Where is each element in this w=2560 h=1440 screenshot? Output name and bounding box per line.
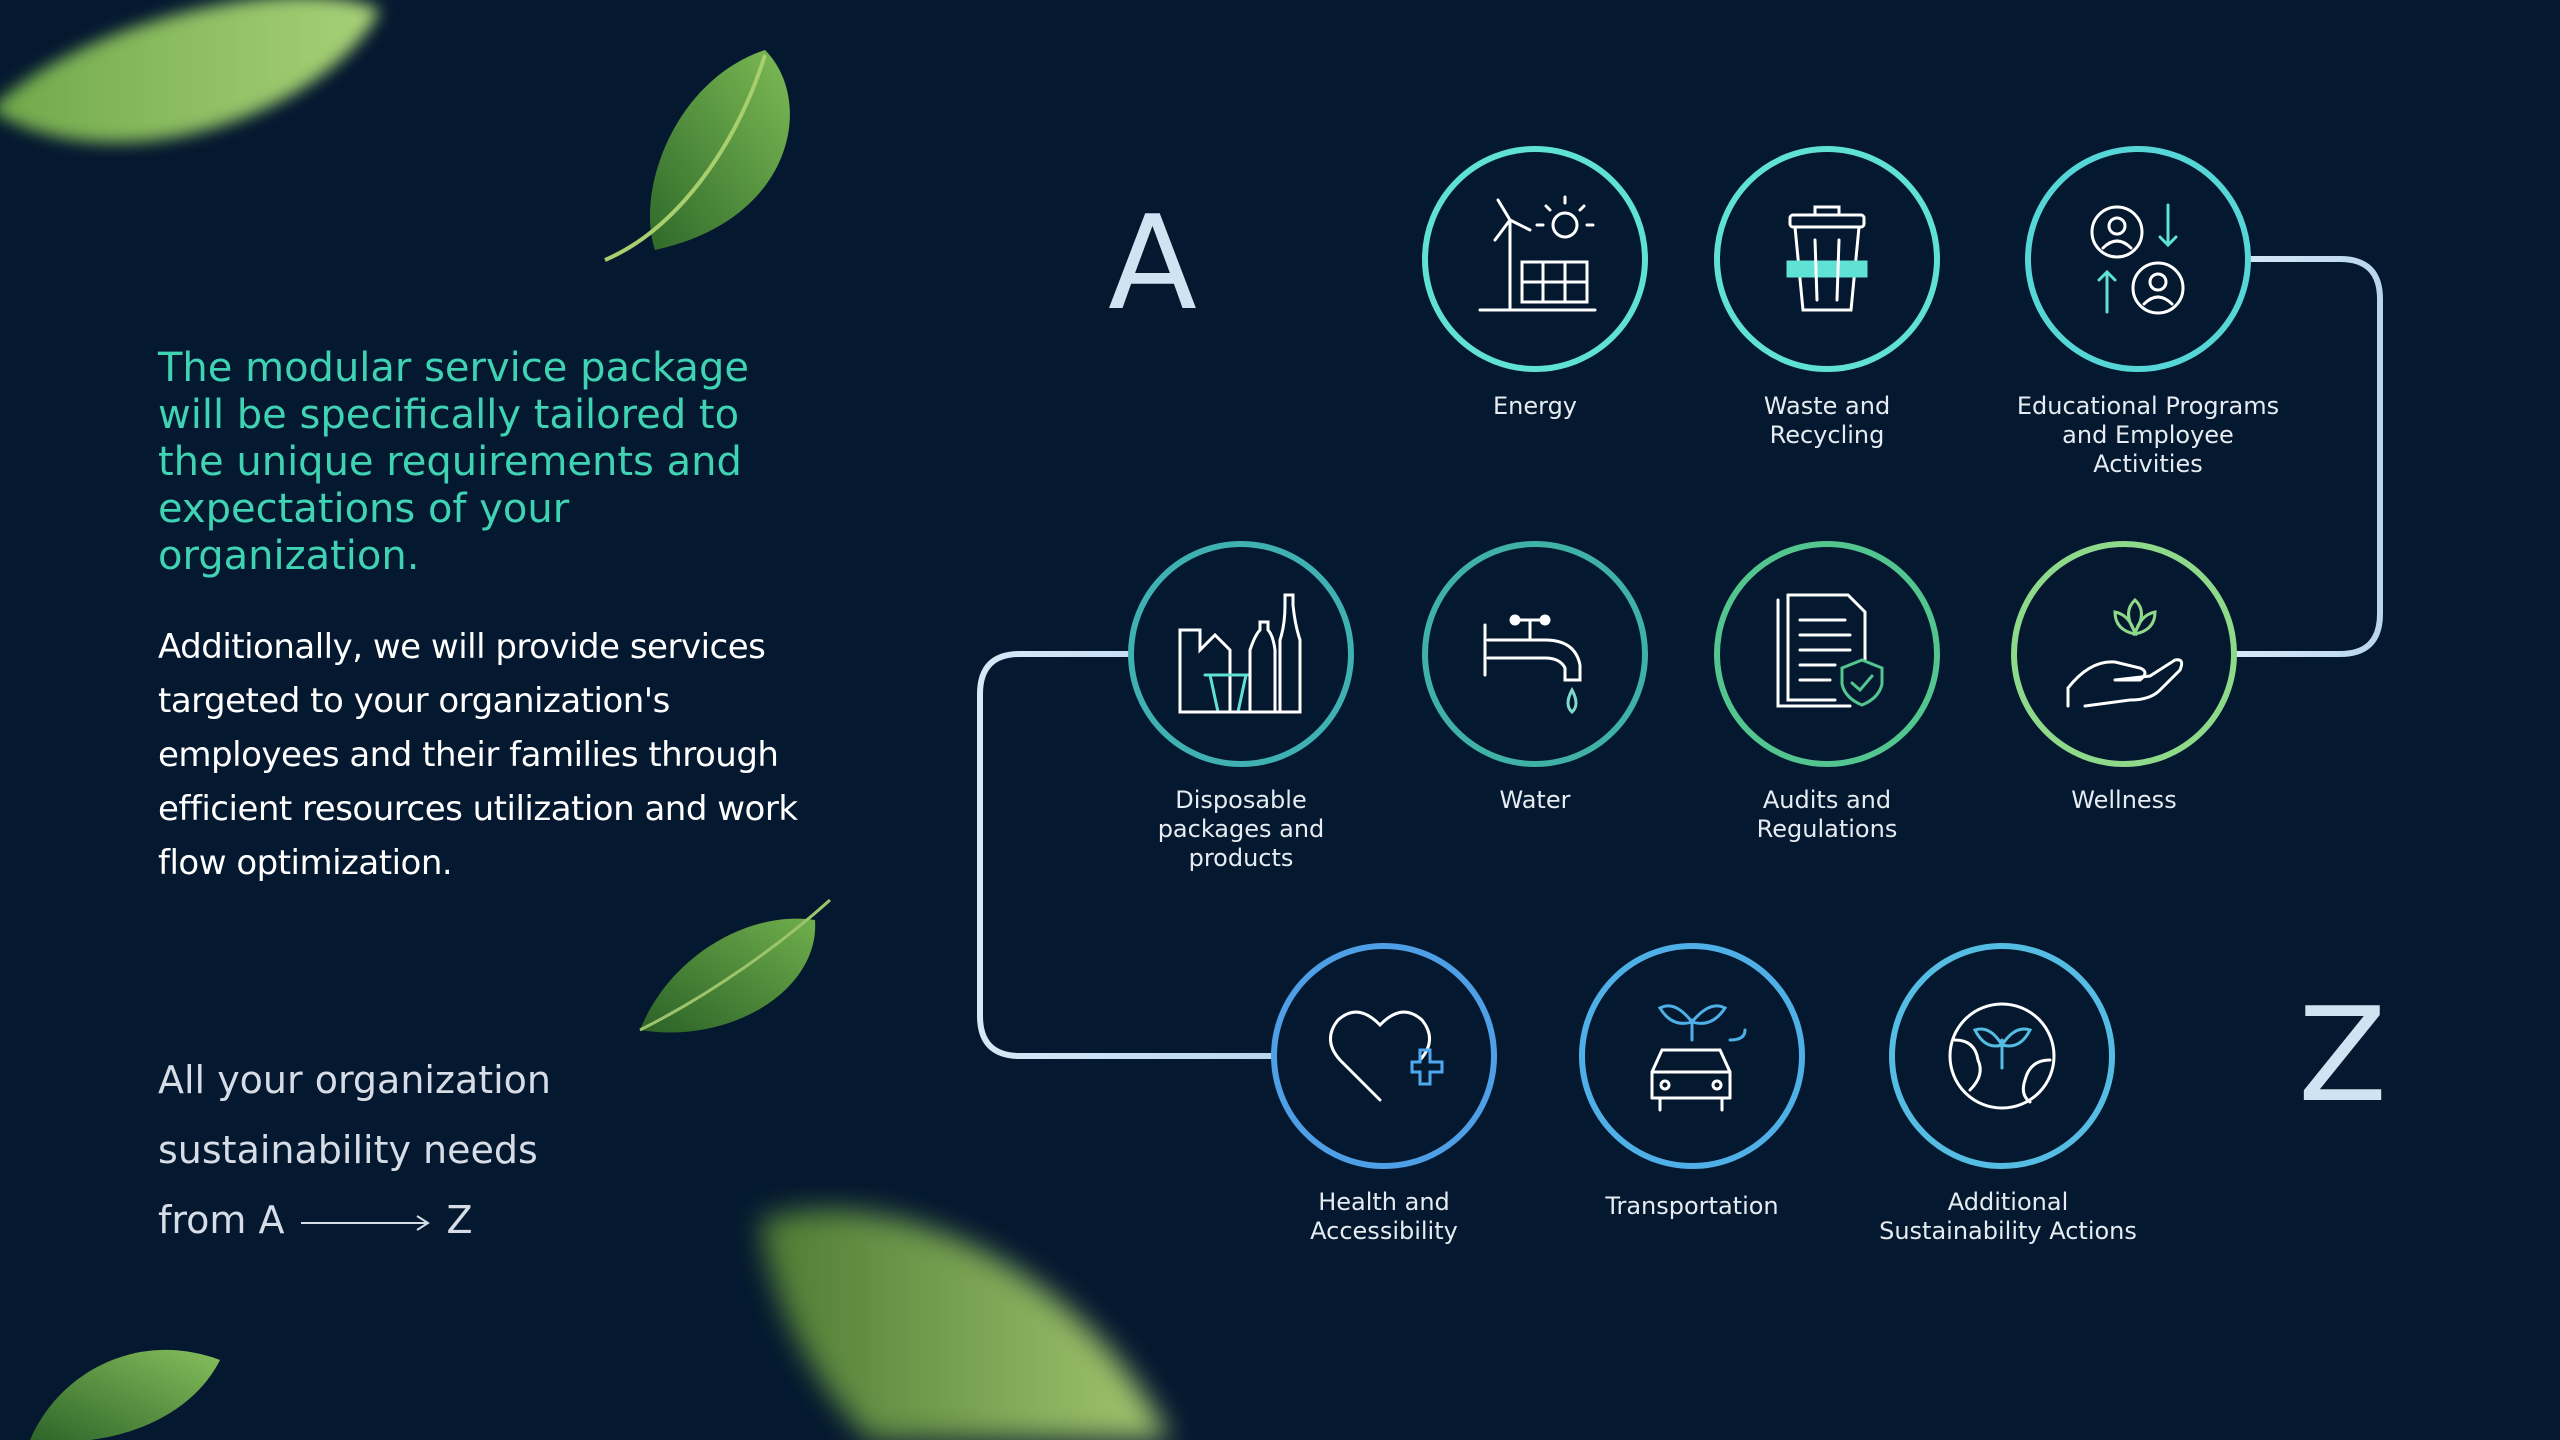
document-shield-icon — [1776, 593, 1884, 708]
node-label-waste: Waste and Recycling — [1763, 392, 1891, 449]
letter-start: A — [1108, 187, 1197, 339]
people-exchange-icon — [2090, 203, 2185, 315]
tagline-from: from A — [158, 1198, 285, 1242]
node-label-education: Educational Programs and Employee Activi… — [2016, 392, 2280, 478]
node-water — [1422, 541, 1648, 767]
heart-plus-icon — [1329, 1010, 1444, 1102]
node-wellness — [2011, 541, 2237, 767]
energy-icon — [1478, 195, 1597, 312]
letter-end: Z — [2298, 979, 2388, 1131]
car-plant-icon — [1650, 1004, 1747, 1112]
tagline-line-2: sustainability needs — [158, 1128, 538, 1172]
leaf-top-left-blurred — [0, 0, 380, 143]
track-path — [977, 256, 2383, 1059]
leaf-bottom-blurred — [760, 1209, 1170, 1440]
tagline-line-1: All your organization — [158, 1058, 551, 1102]
node-label-wellness: Wellness — [2071, 786, 2177, 814]
node-disposable — [1128, 541, 1354, 767]
node-label-disposable: Disposable packages and products — [1157, 786, 1325, 872]
node-audits — [1714, 541, 1940, 767]
node-label-energy: Energy — [1492, 392, 1578, 420]
hand-lotus-icon — [2066, 597, 2184, 708]
node-label-water: Water — [1499, 786, 1571, 814]
tagline: All your organization sustainability nee… — [158, 1045, 758, 1255]
body-text: Additionally, we will provide services t… — [158, 627, 798, 883]
tagline-line-3: from A Z — [158, 1185, 758, 1255]
tagline-to: Z — [446, 1198, 473, 1242]
node-label-audits: Audits and Regulations — [1756, 786, 1898, 843]
leaf-middle — [639, 898, 832, 1033]
node-label-health: Health and Accessibility — [1310, 1188, 1458, 1245]
leaf-top — [604, 50, 790, 262]
node-additional — [1889, 943, 2115, 1169]
leaf-bottom-left — [30, 1350, 220, 1440]
node-label-transportation: Transportation — [1605, 1192, 1779, 1220]
node-energy — [1422, 146, 1648, 372]
node-transportation — [1579, 943, 1805, 1169]
trash-icon — [1786, 205, 1868, 312]
node-health — [1271, 943, 1497, 1169]
node-education — [2025, 146, 2251, 372]
arrow-right-icon — [300, 1214, 430, 1231]
packaging-icon — [1178, 593, 1302, 714]
headline: The modular service package will be spec… — [158, 345, 749, 579]
faucet-icon — [1483, 614, 1582, 714]
node-waste — [1714, 146, 1940, 372]
node-label-additional: Additional Sustainability Actions — [1879, 1188, 2137, 1245]
globe-plant-icon — [1948, 1002, 2056, 1110]
